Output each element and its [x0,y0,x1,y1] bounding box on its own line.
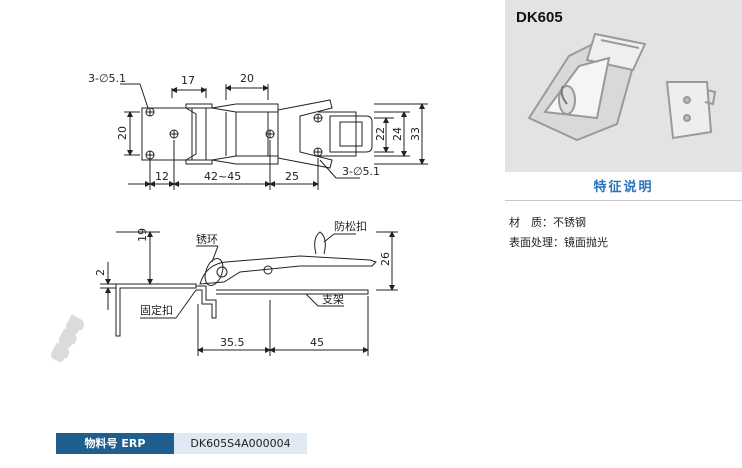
dim-35-5: 35.5 [220,336,245,349]
dim-42-45: 42~45 [204,170,241,183]
dim-19: 19 [136,228,149,242]
dim-45: 45 [310,336,324,349]
section-title: 特征说明 [593,180,654,195]
erp-value: DK605S4A000004 [174,433,307,454]
drawing-svg: 3-∅5.1 17 20 20 12 42~45 25 3-∅5.1 22 24… [88,72,428,356]
erp-label: 物料号 ERP [56,433,174,454]
spec-label: 材 质： [509,216,553,229]
dim-33: 33 [409,127,422,141]
hole-label-right: 3-∅5.1 [342,165,380,178]
dim-2: 2 [94,269,107,276]
product-photo [527,32,717,142]
dim-25: 25 [285,170,299,183]
spec-value: 不锈钢 [553,216,586,229]
spec-value: 镜面抛光 [564,236,608,249]
product-panel: DK605 特征说明 材 质：不锈钢 表面处理：镜面抛光 [505,0,742,464]
label-fixed: 固定扣 [140,303,173,317]
dim-20-left: 20 [116,126,129,140]
hole-label-left: 3-∅5.1 [88,72,126,85]
side-view-labels: 19 2 26 35.5 45 锈环 防松扣 固定扣 支架 [94,219,392,349]
dim-12: 12 [155,170,169,183]
dim-24: 24 [391,127,404,141]
label-ring: 锈环 [196,233,218,246]
spec-row-material: 材 质：不锈钢 [509,214,586,230]
section-divider [505,200,742,201]
erp-bar: 物料号 ERP DK605S4A000004 [56,433,307,454]
dim-22: 22 [374,127,387,141]
dim-20-top: 20 [240,72,254,85]
dim-26: 26 [379,252,392,266]
side-view [100,231,398,356]
technical-drawing: 3-∅5.1 17 20 20 12 42~45 25 3-∅5.1 22 24… [88,72,428,356]
top-view [120,83,428,190]
spec-row-finish: 表面处理：镜面抛光 [509,234,608,250]
dim-17: 17 [181,74,195,87]
top-view-labels: 3-∅5.1 17 20 20 12 42~45 25 3-∅5.1 22 24… [88,72,422,183]
label-bracket: 支架 [322,293,344,306]
label-lock: 防松扣 [334,219,367,233]
product-header: DK605 [505,0,742,172]
product-code: DK605 [516,9,563,26]
spec-label: 表面处理： [509,236,564,249]
